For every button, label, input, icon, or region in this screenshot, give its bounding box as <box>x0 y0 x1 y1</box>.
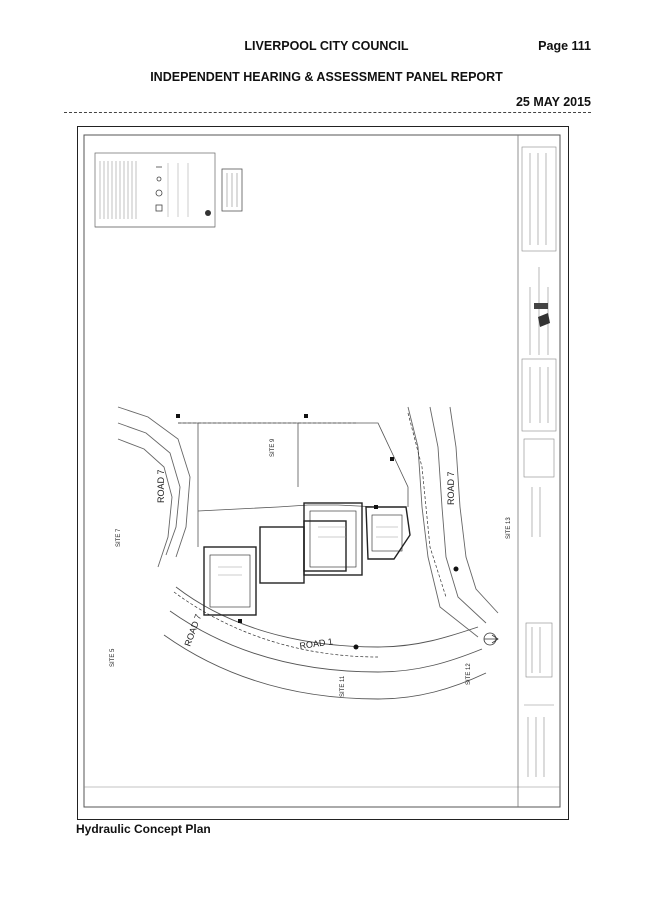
site-13-label: SITE 13 <box>506 517 512 539</box>
road-1-label: ROAD 1 <box>299 636 334 651</box>
dwelling-1 <box>203 546 257 616</box>
dwelling-2 <box>259 520 347 584</box>
header-divider <box>64 112 591 113</box>
dwelling-4 <box>365 506 411 560</box>
logo-mark <box>534 303 550 327</box>
site-5-label: SITE 5 <box>110 648 116 667</box>
dwelling-3 <box>303 502 363 576</box>
figure-caption: Hydraulic Concept Plan <box>76 822 211 836</box>
site-7-label: SITE 7 <box>116 528 122 547</box>
hydraulic-plan-drawing: ROAD 7 ROAD 7 ROAD 7 ROAD 1 SITE 9 SITE … <box>83 134 561 808</box>
road-7-right <box>407 406 499 638</box>
report-title: INDEPENDENT HEARING & ASSESSMENT PANEL R… <box>150 70 503 84</box>
title-block <box>521 146 557 777</box>
road-7-left <box>117 406 191 568</box>
council-name: LIVERPOOL CITY COUNCIL <box>244 39 409 53</box>
site-11-label: SITE 11 <box>340 675 346 697</box>
road-7-left-label: ROAD 7 <box>156 469 166 503</box>
road-7-right-label: ROAD 7 <box>446 471 456 505</box>
legend-block <box>94 152 243 228</box>
stormwater-pits <box>176 414 459 650</box>
hatch-marks <box>218 526 398 576</box>
site-boundaries <box>178 422 409 547</box>
site-12-label: SITE 12 <box>466 663 472 685</box>
plan-frame: ROAD 7 ROAD 7 ROAD 7 ROAD 1 SITE 9 SITE … <box>77 126 569 820</box>
report-date: 25 MAY 2015 <box>515 95 591 109</box>
drawing-border <box>83 134 561 808</box>
page-number: Page 111 <box>538 39 591 53</box>
north-arrow <box>483 632 499 646</box>
legend-pit-symbol <box>205 210 211 216</box>
site-9-label: SITE 9 <box>270 438 276 457</box>
